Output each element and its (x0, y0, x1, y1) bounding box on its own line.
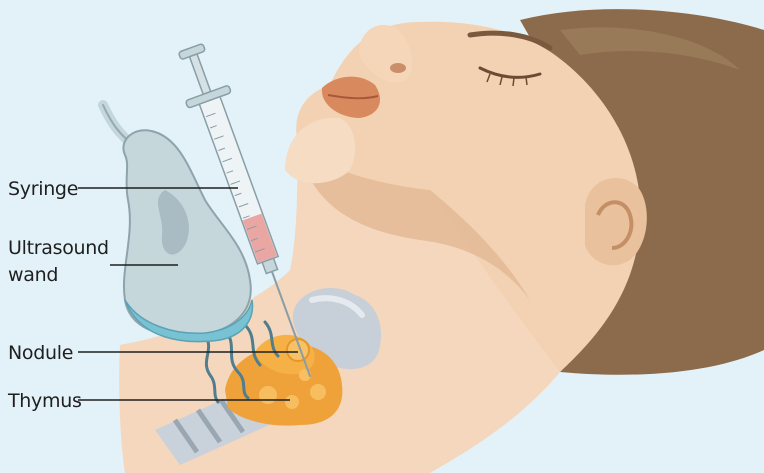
nostril (390, 63, 406, 73)
label-nodule: Nodule (8, 342, 73, 364)
label-thymus: Thymus (7, 390, 82, 412)
label-ultrasound-line2: wand (8, 264, 58, 286)
label-ultrasound-line1: Ultrasound (8, 237, 109, 259)
label-syringe: Syringe (8, 178, 78, 200)
